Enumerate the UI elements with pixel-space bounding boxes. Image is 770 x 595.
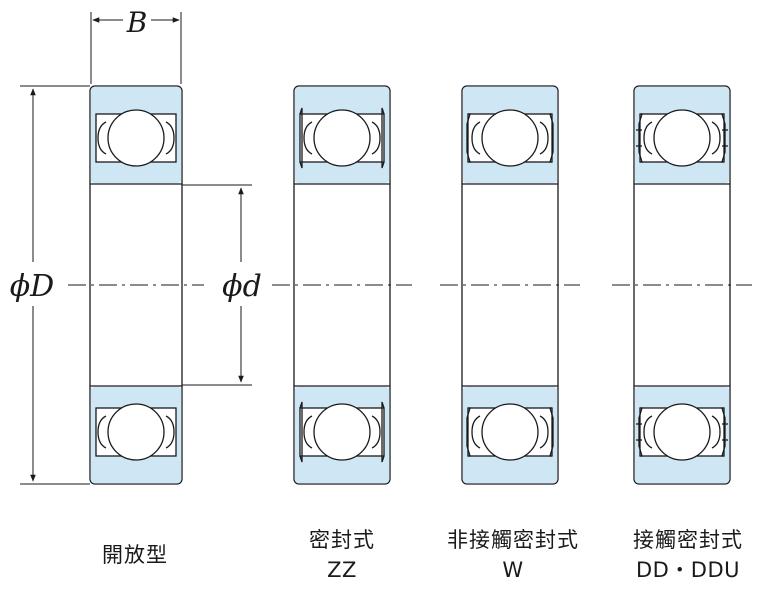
caption-dd-name: 接觸密封式 [633,528,743,552]
seal-lip [549,113,554,163]
cage-segment [471,121,481,155]
cage-segment [97,415,107,449]
ball [653,403,711,461]
ball [107,403,165,461]
cage-segment [97,121,107,155]
cage-segment [643,415,653,449]
seal-lip [721,407,726,457]
cage-segment [711,415,721,449]
caption-w-name: 非接觸密封式 [447,528,579,552]
width-label-backdrop [123,8,151,34]
caption-zz-name: 密封式 [309,528,375,552]
outer-diameter-label: ϕD [10,269,55,304]
seal-lip [549,407,554,457]
cage-segment [303,415,313,449]
dimension-inner-diameter [182,184,252,386]
bearing-shielded-zz [272,85,412,485]
cage-segment [165,415,175,449]
seal-lip [638,407,643,457]
caption-zz: 密封式 ZZ [272,525,412,585]
seal-lip [466,113,471,163]
caption-zz-code: ZZ [327,558,357,582]
cage-segment [539,121,549,155]
cage-segment [165,121,175,155]
ball [107,109,165,167]
shield-plate [381,107,385,169]
caption-open: 開放型 [65,540,205,570]
shield-plate [381,401,385,463]
bearing-non-contact-seal-w [440,85,580,485]
shield-plate [299,107,303,169]
bearing-open [68,85,204,485]
caption-dd: 接觸密封式 DD・DDU [608,525,768,585]
cage-segment [371,415,381,449]
ball [481,403,539,461]
dimension-outer-diameter [20,85,90,485]
cage-segment [643,121,653,155]
caption-w: 非接觸密封式 W [418,525,608,585]
ball [313,109,371,167]
ball [481,109,539,167]
seal-lip [638,113,643,163]
width-label: B [126,6,148,39]
cage-segment [303,121,313,155]
shield-plate [299,401,303,463]
inner-diameter-label: ϕd [222,269,262,304]
seal-lip [721,113,726,163]
seal-lip [466,407,471,457]
caption-open-name: 開放型 [102,543,168,567]
cage-segment [471,415,481,449]
cage-segment [371,121,381,155]
bearing-contact-seal-dd-ddu [612,85,752,485]
caption-w-code: W [502,558,524,582]
ball [313,403,371,461]
cage-segment [539,415,549,449]
cage-segment [711,121,721,155]
caption-dd-code: DD・DDU [635,558,741,582]
ball [653,109,711,167]
